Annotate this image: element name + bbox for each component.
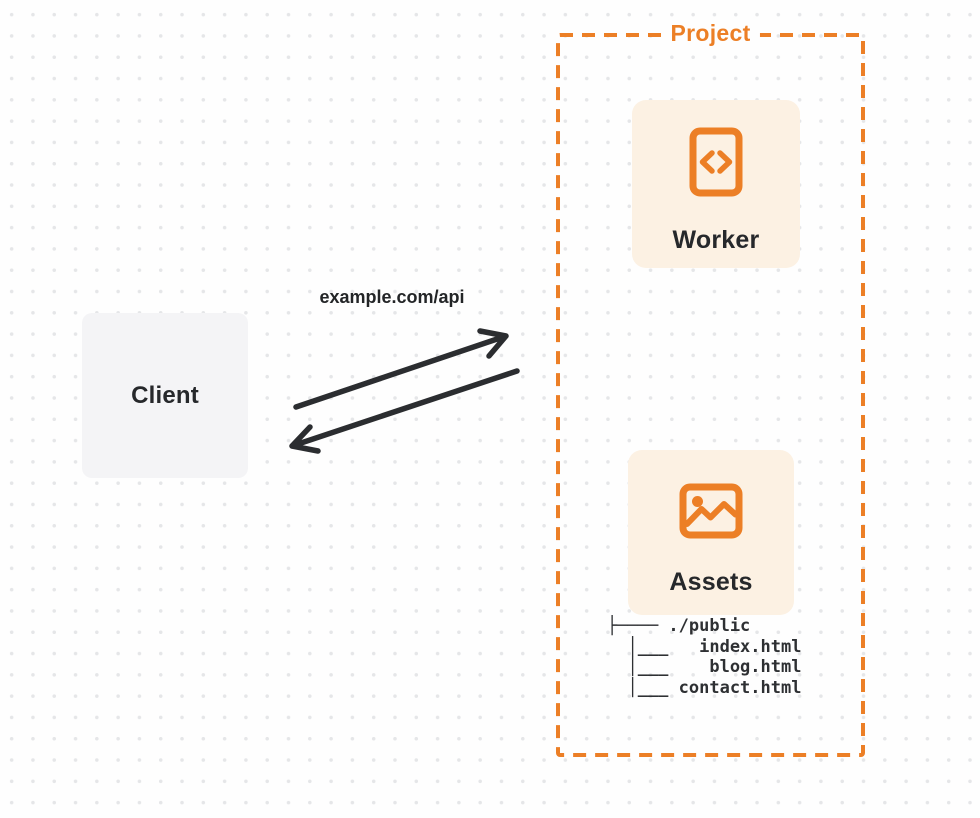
file-tree-line-blog: │___ blog.html	[607, 657, 802, 677]
assets-label: Assets	[669, 568, 753, 596]
file-tree-line-contact: │___ contact.html	[607, 677, 802, 698]
client-label: Client	[131, 381, 199, 409]
file-tree-line-index: │___ index.html	[607, 636, 802, 657]
code-file-icon	[689, 127, 743, 197]
project-container: Project	[556, 20, 865, 757]
file-tree-line-public: ├──── ./public	[607, 616, 751, 636]
project-dashed-border	[556, 33, 865, 757]
response-arrow	[289, 368, 520, 454]
request-url-label: example.com/api	[319, 287, 465, 307]
request-arrow	[293, 328, 509, 410]
client-box: Client	[82, 313, 248, 478]
worker-label: Worker	[672, 226, 760, 254]
file-tree: ├──── ./public │___ index.html │___ blog…	[607, 616, 801, 698]
worker-card: Worker	[632, 100, 800, 268]
project-label: Project	[661, 20, 760, 47]
image-icon	[679, 483, 743, 539]
assets-card: Assets	[628, 450, 794, 615]
